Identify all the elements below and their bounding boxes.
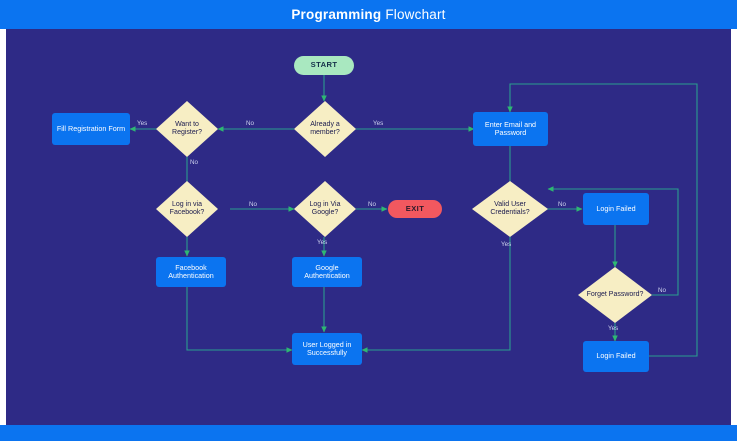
node-google-auth-label: Google Authentication bbox=[304, 262, 350, 280]
edge-fbauth-to-success bbox=[186, 287, 293, 353]
title-normal: Flowchart bbox=[385, 7, 446, 22]
node-want-register[interactable]: Want to Register? bbox=[156, 101, 218, 157]
edge-label-forget-yes: Yes bbox=[608, 325, 619, 332]
edge-forget-no-loop bbox=[547, 186, 679, 296]
edge-loginfailed-bottom-loop bbox=[507, 83, 698, 357]
node-user-logged-in[interactable]: User Logged in Successfully bbox=[292, 333, 362, 365]
node-fill-registration[interactable]: Fill Registration Form bbox=[52, 113, 130, 145]
node-login-facebook-label: Log in via Facebook? bbox=[169, 200, 205, 216]
node-already-member[interactable]: Already a member? bbox=[294, 101, 356, 157]
node-facebook-auth-label: Facebook Authentication bbox=[168, 262, 214, 280]
node-enter-email-label: Enter Email and Password bbox=[484, 119, 537, 137]
footer-bar bbox=[0, 425, 737, 441]
node-already-member-label: Already a member? bbox=[310, 120, 340, 136]
edge-label-facebook-no: No bbox=[249, 201, 258, 208]
node-user-logged-in-label: User Logged in Successfully bbox=[302, 339, 352, 357]
edge-label-google-yes: Yes bbox=[317, 239, 328, 246]
node-want-register-label: Want to Register? bbox=[172, 120, 202, 136]
node-start-label: START bbox=[310, 60, 338, 70]
node-exit[interactable]: EXIT bbox=[388, 200, 442, 218]
node-login-failed-top-label: Login Failed bbox=[596, 203, 636, 213]
title-bold: Programming bbox=[291, 7, 382, 22]
node-valid-credentials-label: Valid User Credentials? bbox=[490, 200, 530, 216]
node-login-google[interactable]: Log in Via Google? bbox=[294, 181, 356, 237]
node-login-facebook[interactable]: Log in via Facebook? bbox=[156, 181, 218, 237]
page-title: Programming Flowchart bbox=[0, 0, 737, 29]
edge-label-member-no: No bbox=[246, 120, 255, 127]
edge-label-google-no: No bbox=[368, 201, 377, 208]
node-exit-label: EXIT bbox=[405, 203, 425, 213]
node-forget-password-label: Forget Password? bbox=[586, 290, 644, 298]
node-login-failed-bottom-label: Login Failed bbox=[596, 351, 636, 361]
edge-label-credentials-yes: Yes bbox=[501, 241, 512, 248]
node-login-failed-top[interactable]: Login Failed bbox=[583, 193, 649, 225]
node-login-google-label: Log in Via Google? bbox=[309, 200, 341, 216]
node-facebook-auth[interactable]: Facebook Authentication bbox=[156, 257, 226, 287]
flowchart-canvas: START Already a member? Want to Register… bbox=[6, 29, 731, 425]
edge-label-member-yes: Yes bbox=[373, 120, 384, 127]
node-forget-password[interactable]: Forget Password? bbox=[578, 267, 652, 323]
node-google-auth[interactable]: Google Authentication bbox=[292, 257, 362, 287]
connector-layer bbox=[129, 75, 698, 357]
edge-label-register-yes: Yes bbox=[137, 120, 148, 127]
edge-label-credentials-no: No bbox=[558, 201, 567, 208]
node-start[interactable]: START bbox=[294, 56, 354, 75]
header-bar bbox=[0, 0, 737, 29]
node-login-failed-bottom[interactable]: Login Failed bbox=[583, 341, 649, 372]
edge-label-register-no: No bbox=[190, 159, 199, 166]
node-enter-email[interactable]: Enter Email and Password bbox=[473, 112, 548, 146]
node-fill-registration-label: Fill Registration Form bbox=[56, 123, 126, 133]
node-valid-credentials[interactable]: Valid User Credentials? bbox=[472, 181, 548, 237]
edge-label-forget-no: No bbox=[658, 287, 667, 294]
edge-credentials-yes bbox=[361, 237, 511, 353]
